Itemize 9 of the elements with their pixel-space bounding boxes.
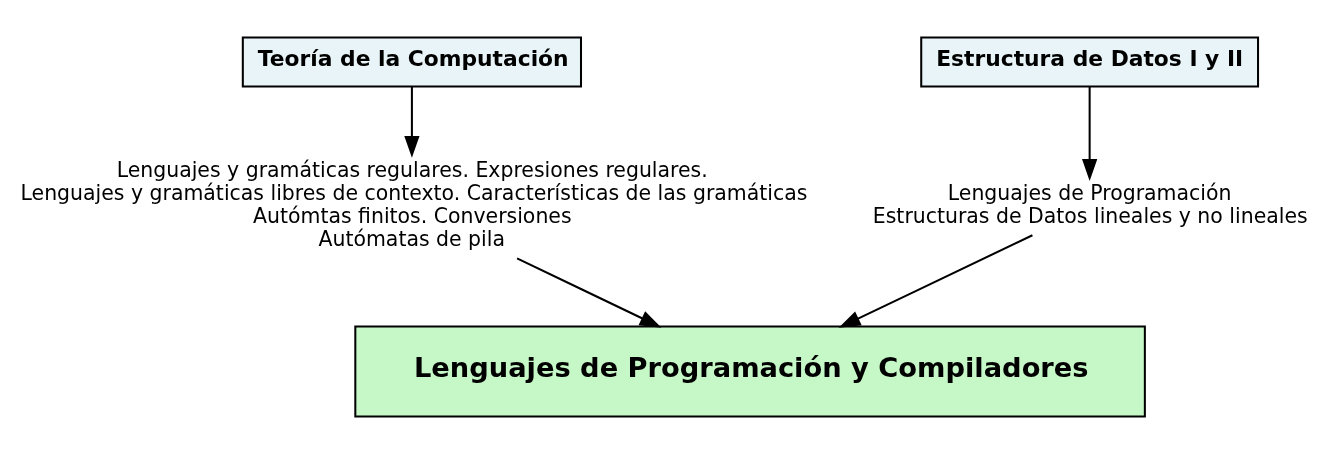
node-box: Estructura de Datos I y II (920, 35, 1260, 88)
node-box: Teoría de la Computación (241, 35, 583, 88)
node-text: Lenguajes y gramáticas regulares. Expresiones regulares. Lenguajes y gramáticas libres de contexto. Características de las gramáticas Autómtas finitos. Conversiones Autómatas de pila (20, 157, 808, 251)
arrow (1082, 86, 1098, 181)
node-box: Lenguajes de Programación y Compiladores (354, 325, 1146, 418)
arrow (838, 233, 1033, 328)
node-text: Lenguajes de Programación Estructuras de Datos lineales y no lineales (872, 180, 1308, 228)
arrow (516, 256, 662, 328)
arrow (404, 86, 420, 158)
